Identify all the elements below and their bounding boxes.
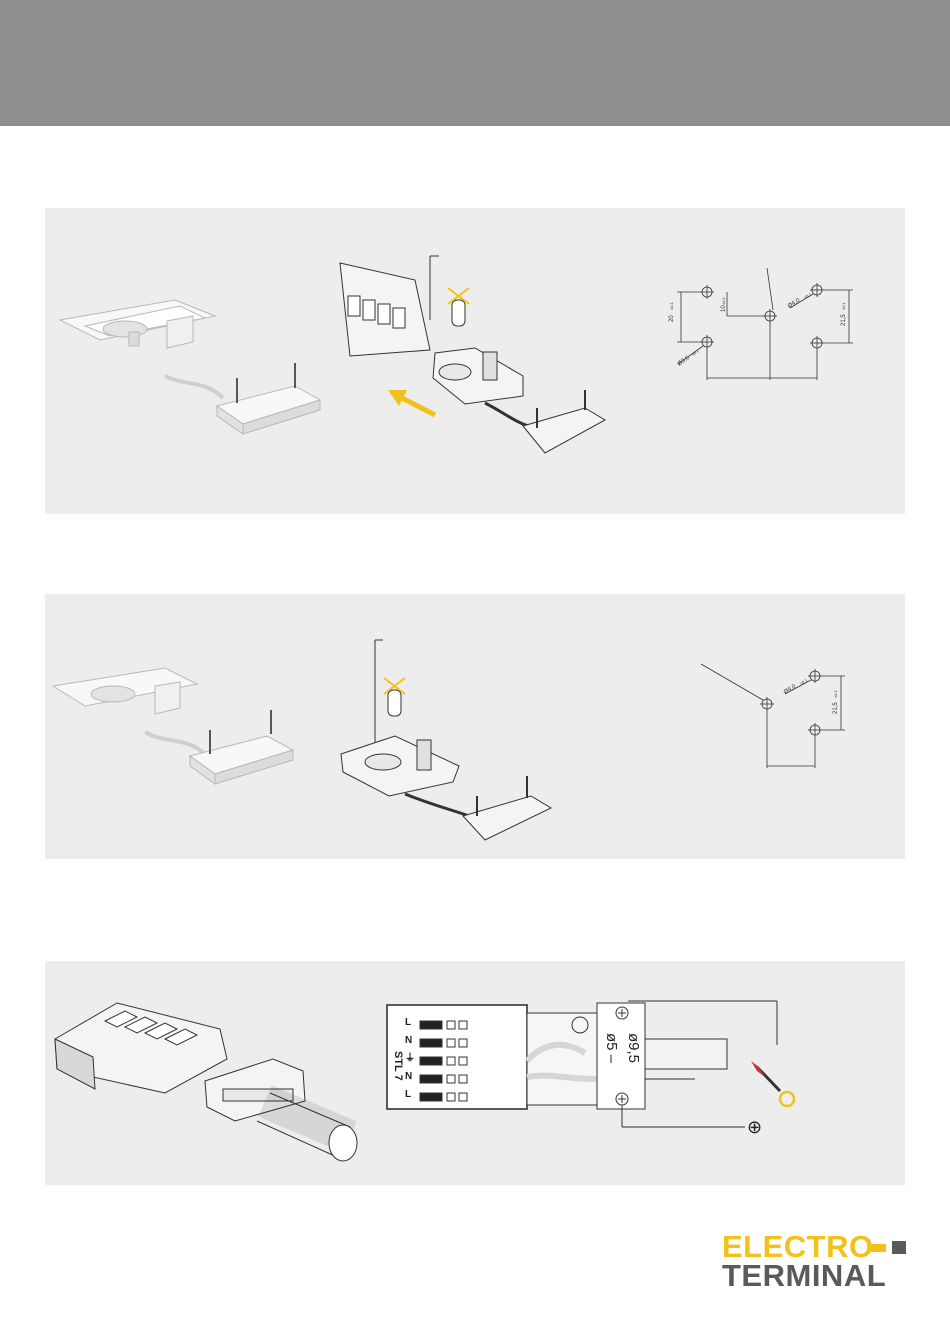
- panel-3-illustration: L N ⏚ N L STL 7 ø5 – ø9,5 ⊕: [45, 961, 905, 1185]
- hole-small-label: Ø3,6: [677, 355, 692, 368]
- cord-anchorage-product-image-2: [53, 668, 293, 784]
- terminal-label-3: ⏚: [405, 1052, 415, 1064]
- terminal-block-drawing: [387, 1003, 727, 1109]
- clamp-screw-top-icon: [616, 1007, 628, 1019]
- dim-height-right: 21,5: [841, 314, 847, 326]
- terminal-label-1: L: [405, 1017, 411, 1028]
- terminal-code: STL 7: [392, 1051, 404, 1081]
- assembly-illustration: [340, 263, 605, 453]
- crossed-out-pin-icon-2: [384, 678, 405, 716]
- installation-panel-2: Ø4,0 ±0.1 21,5 ±0.1: [45, 594, 905, 859]
- earth-symbol: ⊕: [747, 1117, 762, 1138]
- crossed-out-pin-icon: [448, 288, 469, 326]
- wiring-panel: L N ⏚ N L STL 7 ø5 – ø9,5 ⊕: [45, 961, 905, 1185]
- electro-terminal-logo: ELECTRO TERMINAL: [722, 1232, 912, 1292]
- clamp-range-min: ø5 –: [603, 1033, 620, 1064]
- logo-square-mark: [892, 1241, 906, 1254]
- panel-2-illustration: Ø4,0 ±0.1 21,5 ±0.1: [45, 594, 905, 859]
- clamp-range-max: ø9,5: [625, 1033, 642, 1063]
- clamp-screw-bottom-icon: [616, 1093, 628, 1105]
- dim-height-left-tol: ±0.1: [669, 301, 674, 310]
- terminal-label-4: N: [405, 1071, 412, 1082]
- push-direction-arrow-icon: [388, 390, 435, 415]
- installation-panel-1: 20 ±0.1 10 ±0.1 Ø4,0 ±0.1 Ø3,6 ±0.1 21,5…: [45, 208, 905, 514]
- panel-1-illustration: 20 ±0.1 10 ±0.1 Ø4,0 ±0.1 Ø3,6 ±0.1 21,5…: [45, 208, 905, 514]
- dim-height-right-tol-2: ±0.1: [833, 689, 838, 698]
- hole-large-tol-2: ±0.1: [799, 677, 809, 686]
- header-bar: [0, 0, 950, 126]
- hole-pattern-drawing-1: [677, 268, 853, 380]
- hole-large-tol: ±0.1: [803, 291, 813, 300]
- dim-height-right-tol: ±0.1: [841, 301, 846, 310]
- terminal-label-5: L: [405, 1089, 411, 1100]
- cord-anchorage-line-drawing: [341, 736, 551, 840]
- cord-anchorage-product-image: [60, 300, 320, 434]
- terminal-label-2: N: [405, 1035, 412, 1046]
- hole-large-label-2: Ø4,0: [783, 683, 798, 695]
- logo-dash-mark: [868, 1244, 886, 1252]
- dim-offset-tol: ±0.1: [721, 296, 726, 305]
- dim-height-right-2: 21,5: [833, 702, 839, 714]
- dim-height-left: 20: [669, 315, 675, 322]
- hole-large-label: Ø4,0: [787, 297, 802, 309]
- hole-pattern-drawing-2: [701, 664, 845, 768]
- connector-assembly-illustration: [55, 1003, 357, 1161]
- logo-text-terminal: TERMINAL: [722, 1261, 886, 1291]
- screwdriver-icon: [751, 1061, 794, 1106]
